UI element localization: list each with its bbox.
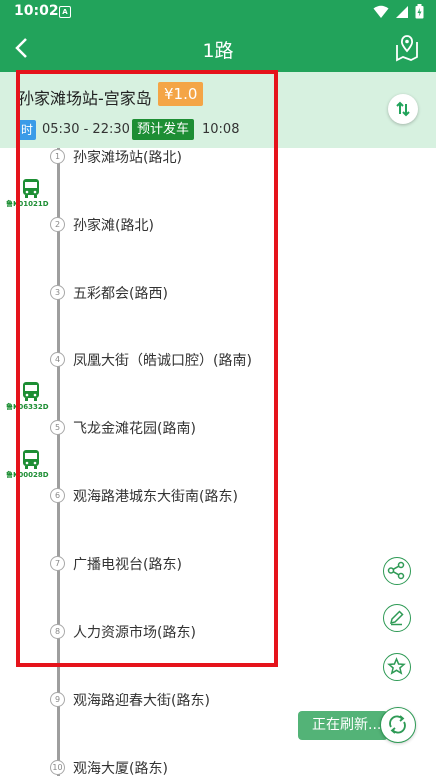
route-line — [57, 148, 60, 776]
stop-number: 7 — [50, 556, 65, 571]
route-info-panel: 孙家滩场站-宫家岛 ¥1.0 时 05:30 - 22:30 预计发车 10:0… — [0, 72, 436, 148]
page-title: 1路 — [202, 40, 234, 62]
bus-marker[interactable]: 鲁K01021D — [4, 178, 50, 208]
swap-icon — [396, 101, 410, 117]
bus-plate: 鲁K01021D — [6, 200, 49, 208]
stop-name: 观海路迎春大街(路东) — [73, 693, 210, 709]
bus-plate: 鲁K00028D — [6, 471, 49, 479]
stop-name: 孙家滩场站(路北) — [73, 150, 182, 166]
stop-item[interactable]: 1 孙家滩场站(路北) — [50, 149, 390, 169]
status-time: 10:02 — [14, 3, 59, 19]
share-icon — [387, 561, 405, 580]
stop-number: 5 — [50, 420, 65, 435]
stop-item[interactable]: 8 人力资源市场(路东) — [50, 624, 390, 644]
stop-name: 观海大厦(路东) — [73, 761, 168, 777]
stop-number: 8 — [50, 624, 65, 639]
stop-name: 五彩都会(路西) — [73, 286, 168, 302]
refresh-status: 正在刷新... — [298, 711, 388, 740]
service-hours: 05:30 - 22:30 — [42, 122, 130, 137]
system-icons — [373, 4, 424, 19]
next-departure-time: 10:08 — [202, 122, 240, 137]
back-arrow-icon[interactable] — [10, 34, 34, 62]
bus-icon — [23, 179, 39, 198]
stop-number: 2 — [50, 217, 65, 232]
fare-badge: ¥1.0 — [158, 82, 204, 106]
pencil-icon — [389, 610, 404, 626]
stop-name: 凤凰大街（皓诚口腔）(路南) — [73, 353, 252, 369]
bus-icon — [23, 382, 39, 401]
notification-icon: A — [59, 6, 71, 18]
stop-name: 孙家滩(路北) — [73, 218, 154, 234]
star-icon — [387, 657, 406, 675]
stop-item[interactable]: 9 观海路迎春大街(路东) — [50, 692, 390, 712]
stop-number: 1 — [50, 149, 65, 164]
stop-name: 飞龙金滩花园(路南) — [73, 421, 196, 437]
refresh-icon — [389, 715, 406, 734]
clock-icon: 时 — [18, 120, 36, 140]
stop-item[interactable]: 6 观海路港城东大街南(路东) — [50, 488, 390, 508]
share-button[interactable] — [383, 557, 411, 585]
stop-name: 观海路港城东大街南(路东) — [73, 489, 238, 505]
wifi-icon — [373, 5, 389, 18]
bus-icon — [23, 450, 39, 469]
stop-item[interactable]: 5 飞龙金滩花园(路南) — [50, 420, 390, 440]
stop-item[interactable]: 10 观海大厦(路东) — [50, 760, 390, 780]
route-name: 孙家滩场站-宫家岛 — [18, 89, 152, 108]
stop-item[interactable]: 7 广播电视台(路东) — [50, 556, 390, 576]
highlight-box — [16, 70, 278, 667]
edit-button[interactable] — [383, 604, 411, 632]
map-location-icon[interactable] — [394, 34, 420, 62]
bus-marker[interactable]: 鲁K06332D — [4, 381, 50, 411]
favorite-button[interactable] — [383, 653, 411, 681]
stop-item[interactable]: 2 孙家滩(路北) — [50, 217, 390, 237]
app-bar: 1路 — [0, 24, 436, 72]
refresh-button[interactable] — [380, 707, 416, 743]
status-bar: 10:02 A — [0, 0, 436, 24]
swap-direction-button[interactable] — [388, 94, 418, 124]
bus-plate: 鲁K06332D — [6, 403, 49, 411]
next-departure-badge: 预计发车 — [132, 119, 195, 140]
stop-number: 4 — [50, 352, 65, 367]
stop-number: 10 — [50, 760, 65, 775]
stop-name: 广播电视台(路东) — [73, 557, 182, 573]
stop-name: 人力资源市场(路东) — [73, 625, 196, 641]
stop-number: 3 — [50, 285, 65, 300]
stop-item[interactable]: 4 凤凰大街（皓诚口腔）(路南) — [50, 352, 390, 372]
signal-icon — [396, 5, 408, 18]
bus-marker[interactable]: 鲁K00028D — [4, 449, 50, 479]
stop-number: 9 — [50, 692, 65, 707]
battery-icon — [415, 4, 424, 19]
stop-item[interactable]: 3 五彩都会(路西) — [50, 285, 390, 305]
stop-number: 6 — [50, 488, 65, 503]
